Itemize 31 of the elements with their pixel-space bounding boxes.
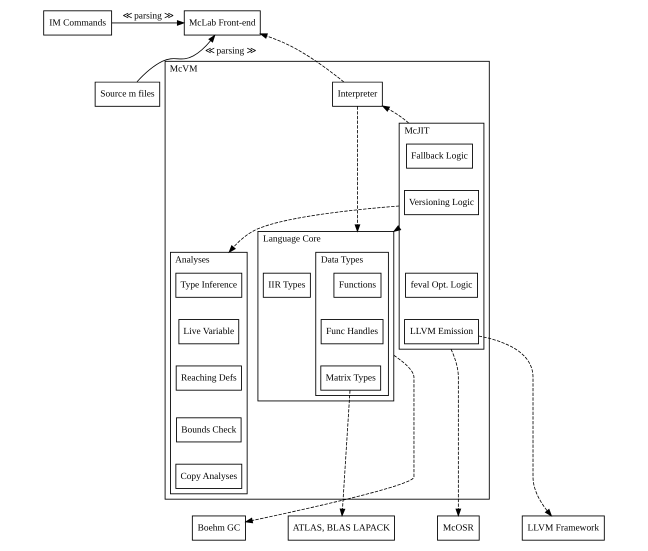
edge-label: ≪ parsing ≫ <box>205 46 256 56</box>
node-box: Reaching Defs <box>176 366 242 391</box>
node-box: Func Handles <box>320 319 384 344</box>
arrow <box>259 33 344 82</box>
node-box: feval Opt. Logic <box>405 272 478 298</box>
node-box: Bounds Check <box>176 417 242 442</box>
node-box: Matrix Types <box>320 366 382 391</box>
node-box: Copy Analyses <box>175 464 242 489</box>
node-box: LLVM Framework <box>522 516 605 541</box>
node-box: IIR Types <box>262 272 311 298</box>
node-box: Boehm GC <box>192 516 246 541</box>
node-box: Versioning Logic <box>404 190 479 216</box>
arrow <box>340 390 350 517</box>
node-box: Fallback Logic <box>406 144 473 169</box>
arrow <box>136 34 216 82</box>
arrow <box>381 105 410 124</box>
node-box: Source m files <box>94 82 160 107</box>
node-box: Live Variable <box>178 319 240 344</box>
node-box: LLVM Emission <box>404 319 479 344</box>
node-box: IM Commands <box>43 10 112 36</box>
arrow <box>450 348 462 517</box>
edge-label: ≪ parsing ≫ <box>122 11 174 22</box>
node-box: ATLAS, BLAS LAPACK <box>288 516 395 541</box>
node-box: McLab Front-end <box>184 10 261 36</box>
arrow <box>111 20 186 26</box>
arrow <box>354 106 360 233</box>
node-box: Interpreter <box>332 82 383 107</box>
node-box: Functions <box>333 272 382 298</box>
arrow <box>478 336 552 517</box>
node-box: Type Inference <box>175 272 242 298</box>
node-box: McOSR <box>437 516 480 541</box>
